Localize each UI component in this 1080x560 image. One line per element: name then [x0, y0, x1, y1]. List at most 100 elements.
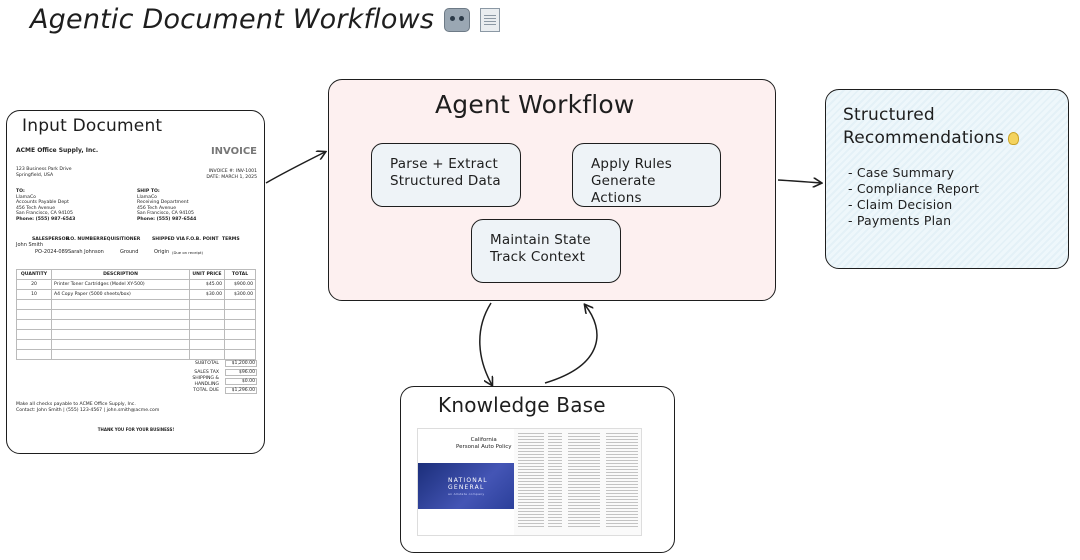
- table-cell: [224, 349, 256, 360]
- step-line: Maintain State: [490, 232, 591, 248]
- table-cell: [224, 339, 256, 350]
- list-item: - Claim Decision: [848, 197, 953, 212]
- totals-row: TOTAL DUE $1,296.00: [167, 386, 257, 395]
- policy-cover: California Personal Auto Policy NATIONAL…: [418, 429, 514, 535]
- totals-row: SHIPPING & HANDLING$0.00: [167, 376, 257, 387]
- invoice-line-items: QUANTITY DESCRIPTION UNIT PRICE TOTAL 20…: [16, 269, 256, 360]
- table-cell: [51, 309, 190, 320]
- lightbulb-icon: [1008, 131, 1020, 145]
- totals-value: $1,200.00: [225, 359, 257, 368]
- invoice-to: TO: LlamaCo Accounts Payable Dept 456 Te…: [16, 189, 75, 223]
- table-row: [16, 319, 256, 330]
- table-row: [16, 329, 256, 340]
- table-cell: $45.00: [189, 279, 225, 290]
- totals-row: SALES TAX$96.00: [167, 368, 257, 377]
- invoice-address-line: 123 Business Park Drive: [16, 167, 72, 172]
- table-cell: [16, 309, 52, 320]
- invoice-to-line: LlamaCo: [16, 194, 36, 200]
- step-line: Track Context: [490, 249, 586, 265]
- knowledge-base-box: Knowledge Base California Personal Auto …: [400, 386, 675, 553]
- table-cell: [224, 299, 256, 310]
- invoice-to-label: TO:: [16, 189, 25, 194]
- structured-title-line: Structured: [843, 105, 935, 125]
- table-cell: A4 Copy Paper (5000 sheets/box): [51, 289, 190, 300]
- table-row: [16, 349, 256, 360]
- recommendation-list: - Case Summary - Compliance Report - Cla…: [848, 165, 979, 229]
- table-cell: $30.00: [189, 289, 225, 300]
- list-item: - Case Summary: [848, 165, 955, 180]
- invoice-to-line: 456 Tech Avenue: [16, 205, 56, 211]
- arrow-input-to-agent: [265, 152, 325, 184]
- table-cell: $900.00: [224, 279, 256, 290]
- table-cell: [189, 319, 225, 330]
- agent-workflow-box: Agent Workflow Parse + Extract Structure…: [328, 79, 776, 301]
- policy-cover-title-line: Personal Auto Policy: [456, 443, 512, 450]
- invoice-address: 123 Business Park Drive Springfield, USA: [16, 167, 72, 178]
- policy-document: California Personal Auto Policy NATIONAL…: [417, 428, 642, 536]
- table-cell: [16, 319, 52, 330]
- invoice-number: INVOICE #: INV-1001 DATE: MARCH 1, 2025: [206, 169, 257, 180]
- list-item: - Compliance Report: [848, 181, 980, 196]
- policy-text-column: [518, 433, 544, 529]
- invoice-thanks: THANK YOU FOR YOUR BUSINESS!: [97, 427, 175, 432]
- invoice-shipto-line: Receiving Department: [137, 200, 189, 206]
- step-apply-rules: Apply Rules Generate Actions: [572, 143, 721, 207]
- invoice-footer: Make all checks payable to ACME Office S…: [16, 402, 159, 413]
- policy-brand-line: GENERAL: [448, 484, 485, 491]
- sales-value: (Due on receipt): [172, 250, 203, 255]
- invoice-shipto-line: LlamaCo: [137, 194, 157, 200]
- sales-header: REQUISITIONER: [100, 237, 141, 242]
- totals-label: TOTAL DUE: [193, 387, 219, 393]
- invoice-footer-line: Contact: John Smith | (555) 123-4567 | j…: [16, 407, 160, 413]
- invoice-shipto-line: 456 Tech Avenue: [137, 205, 177, 211]
- table-header: UNIT PRICE: [189, 269, 225, 280]
- invoice-footer-line: Make all checks payable to ACME Office S…: [16, 402, 136, 407]
- sales-header: TERMS: [222, 237, 240, 242]
- sales-header: SALESPERSON: [32, 237, 70, 242]
- table-header: DESCRIPTION: [51, 269, 190, 280]
- invoice-to-phone: Phone: (555) 987-6543: [16, 216, 76, 222]
- table-cell: [51, 329, 190, 340]
- totals-value: $1,296.00: [225, 386, 257, 395]
- policy-cover-banner: [418, 463, 514, 509]
- robot-icon: [444, 7, 471, 32]
- policy-brand: NATIONAL GENERAL an Allstate company: [448, 477, 488, 498]
- sales-value: Origin: [154, 249, 170, 255]
- sales-value: Sarah Johnson: [68, 249, 104, 255]
- totals-value: $0.00: [225, 377, 257, 386]
- arrow-knowledge-to-agent: [544, 305, 598, 384]
- invoice-address-line: Springfield, USA: [16, 172, 54, 178]
- table-header: TOTAL: [224, 269, 256, 280]
- invoice-shipto-phone: Phone: (555) 987-6544: [137, 216, 197, 222]
- table-cell: [51, 339, 190, 350]
- table-cell: [51, 349, 190, 360]
- table-cell: 20: [16, 279, 52, 290]
- table-row: [16, 309, 256, 320]
- table-cell: [189, 339, 225, 350]
- table-cell: [189, 349, 225, 360]
- table-cell: [224, 329, 256, 340]
- policy-brand-line: NATIONAL: [448, 477, 488, 484]
- invoice-ship-to: SHIP TO: LlamaCo Receiving Department 45…: [137, 189, 196, 223]
- policy-text-column: [568, 433, 600, 529]
- invoice: ACME Office Supply, Inc. INVOICE 123 Bus…: [15, 146, 257, 436]
- page-title: Agentic Document Workflows: [30, 4, 501, 35]
- totals-label: SALES TAX: [194, 369, 219, 375]
- table-cell: [16, 299, 52, 310]
- table-cell: [16, 329, 52, 340]
- invoice-salesperson: John Smith: [16, 242, 44, 248]
- table-cell: [224, 319, 256, 330]
- invoice-heading: INVOICE: [210, 146, 257, 157]
- policy-cover-title: California Personal Auto Policy: [456, 437, 511, 450]
- table-cell: [51, 319, 190, 330]
- sales-header: SHIPPED VIA: [152, 237, 185, 242]
- sales-header: P.O. NUMBER: [66, 237, 100, 242]
- table-cell: $300.00: [224, 289, 256, 300]
- table-header: QUANTITY: [16, 269, 52, 280]
- step-line: Generate Actions: [591, 173, 656, 206]
- structured-title: Structured Recommendations: [843, 104, 1020, 150]
